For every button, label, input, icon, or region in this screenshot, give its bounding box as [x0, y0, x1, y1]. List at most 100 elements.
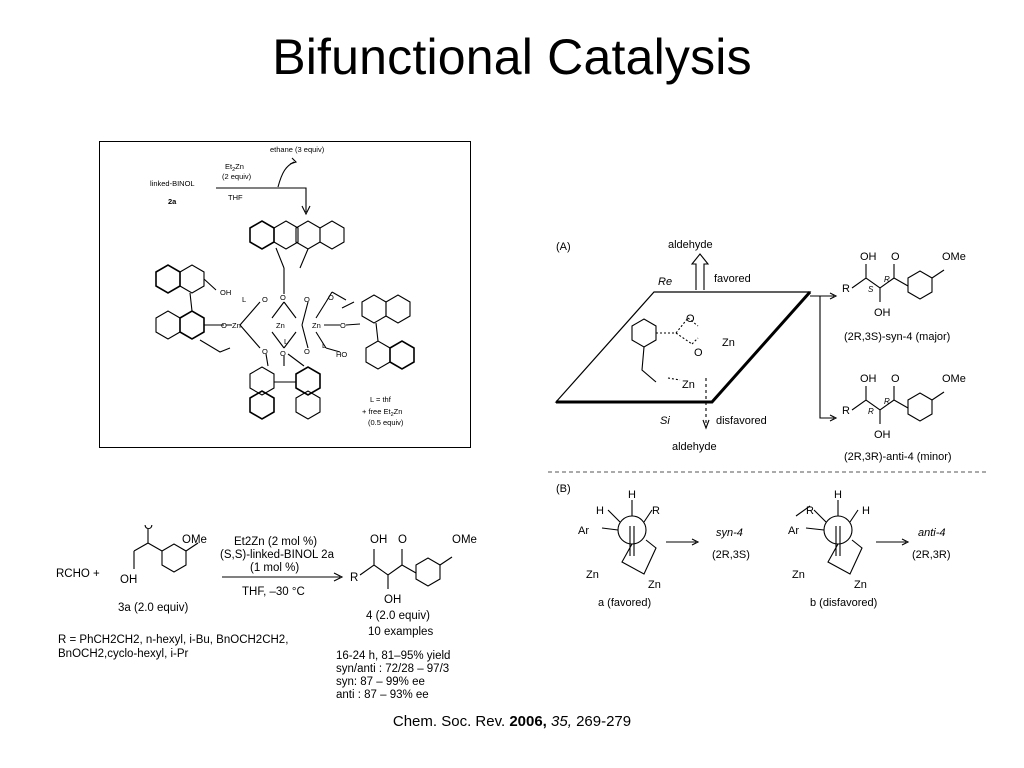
ar-label: Ar [788, 525, 799, 537]
thf-label: THF [228, 193, 243, 202]
h-label: H [596, 505, 604, 517]
r-group-label: R [842, 283, 850, 295]
catalyst-line-1: Et2Zn (2 mol %) [234, 536, 317, 548]
zinc-label: Zn [312, 321, 321, 330]
ar-label: Ar [578, 525, 589, 537]
oh-label: OH [860, 373, 877, 385]
zinc-label: Zn [276, 321, 285, 330]
oh-label: OH [220, 288, 231, 297]
syn4-label: syn-4 [716, 527, 743, 539]
zinc-label: Zn [648, 579, 661, 591]
rcho-label: RCHO + [56, 568, 100, 580]
oxygen-label: O [144, 525, 153, 532]
si-face-label: Si [660, 415, 670, 427]
section-a-label: (A) [556, 241, 571, 253]
zinc-label: Zn [682, 379, 695, 391]
favored-label: favored [714, 273, 751, 285]
zinc-complex-diagram: ethane (3 equiv) Et2Zn (2 equiv) THF lin… [150, 145, 415, 427]
ome-label: OMe [452, 534, 477, 546]
h-label: H [862, 505, 870, 517]
oh-label: OH [370, 534, 387, 546]
figure-reaction-scheme: RCHO + O OMe OH Et2Zn (2 mol %) (S,S)-li… [54, 520, 494, 707]
result-line-3: syn: 87 – 99% ee [336, 676, 425, 688]
result-line-1: 16-24 h, 81–95% yield [336, 650, 450, 662]
zinc-label: Zn [722, 337, 735, 349]
ome-label: OMe [942, 373, 966, 385]
anti-product-label: (2R,3R)-anti-4 (minor) [844, 451, 952, 463]
oxygen-label: O [686, 313, 695, 325]
ome-label: OMe [942, 251, 966, 263]
re-face-label: Re [658, 276, 672, 288]
compound-2a-label: 2a [168, 197, 177, 206]
ligand-definition: L = thf [370, 395, 392, 404]
citation-year: 2006, [509, 713, 547, 730]
figure-zinc-complex: ethane (3 equiv) Et2Zn (2 equiv) THF lin… [99, 141, 471, 448]
h-label: H [834, 489, 842, 501]
conditions-label: THF, –30 °C [242, 586, 305, 598]
citation: Chem. Soc. Rev. 2006, 35, 269-279 [0, 713, 1024, 730]
oxygen-label: O [694, 347, 703, 359]
substrate-3a-label: 3a (2.0 equiv) [118, 602, 188, 614]
catalyst-line-2: (S,S)-linked-BINOL 2a [220, 549, 335, 561]
oxygen-label: O [891, 251, 900, 263]
ethane-label: ethane (3 equiv) [270, 145, 325, 154]
oh-label: OH [860, 251, 877, 263]
aldehyde-top-label: aldehyde [668, 239, 713, 251]
oxygen-label: O [280, 293, 286, 302]
favored-arrow [690, 253, 710, 290]
oxygen-label: O [262, 295, 268, 304]
stereo-s-label: S [868, 285, 874, 294]
ligand-label: L [322, 341, 326, 350]
result-line-2: syn/anti : 72/28 – 97/3 [336, 663, 449, 675]
r-group-label: R [350, 572, 358, 584]
equiv-label: (2 equiv) [222, 172, 252, 181]
linked-binol-label: linked-BINOL [150, 179, 195, 188]
result-line-4: anti : 87 – 93% ee [336, 689, 429, 701]
oxygen-label: O [398, 534, 407, 546]
syn-product-label: (2R,3S)-syn-4 (major) [844, 331, 950, 343]
ethane-release-arrow [277, 161, 295, 188]
examples-label: 10 examples [368, 626, 433, 638]
oxygen-label: O [304, 347, 310, 356]
oh-label: OH [384, 594, 401, 606]
stereo-r-label: R [868, 407, 874, 416]
ligand-label: L [242, 295, 246, 304]
zinc-label: Zn [232, 321, 241, 330]
r-group-label: R [842, 405, 850, 417]
oh-label: OH [874, 307, 891, 319]
zinc-label: Zn [586, 569, 599, 581]
newman-a-label: a (favored) [598, 597, 651, 609]
citation-journal: Chem. Soc. Rev. [392, 713, 506, 730]
anti-config-label: (2R,3R) [912, 549, 951, 561]
figure-transition-state: (A) aldehyde favored Re Si disfavored al… [548, 230, 988, 610]
disfavored-label: disfavored [716, 415, 767, 427]
oxygen-label: O [262, 347, 268, 356]
zinc-label: Zn [854, 579, 867, 591]
free-et2zn-label: + free Et2Zn [362, 407, 402, 418]
reaction-scheme-diagram: RCHO + O OMe OH Et2Zn (2 mol %) (S,S)-li… [56, 520, 477, 701]
anti4-label: anti-4 [918, 527, 946, 539]
stereo-r-label: R [884, 397, 890, 406]
r-group-label: R [652, 505, 660, 517]
aldehyde-bottom-label: aldehyde [672, 441, 717, 453]
oxygen-label: O [280, 349, 286, 358]
syn-config-label: (2R,3S) [712, 549, 750, 561]
stereo-r-label: R [884, 275, 890, 284]
et2zn-label: Et2Zn [225, 162, 244, 173]
oxygen-label: O [340, 321, 346, 330]
citation-pages: 269-279 [576, 713, 632, 730]
oh-label: OH [874, 429, 891, 441]
ome-label: OMe [182, 534, 207, 546]
oxygen-label: O [328, 293, 334, 302]
oh-label: OH [120, 574, 137, 586]
section-b-label: (B) [556, 483, 571, 495]
oxygen-label: O [221, 321, 227, 330]
newman-b-label: b (disfavored) [810, 597, 877, 609]
catalyst-line-3: (1 mol %) [250, 562, 299, 574]
citation-volume: 35, [551, 713, 572, 730]
free-equiv-label: (0.5 equiv) [368, 418, 404, 427]
ligand-label: L [284, 337, 288, 346]
oxygen-label: O [891, 373, 900, 385]
r-group-label: R [806, 505, 814, 517]
r-definition-line-2: BnOCH2,cyclo-hexyl, i-Pr [58, 648, 189, 660]
